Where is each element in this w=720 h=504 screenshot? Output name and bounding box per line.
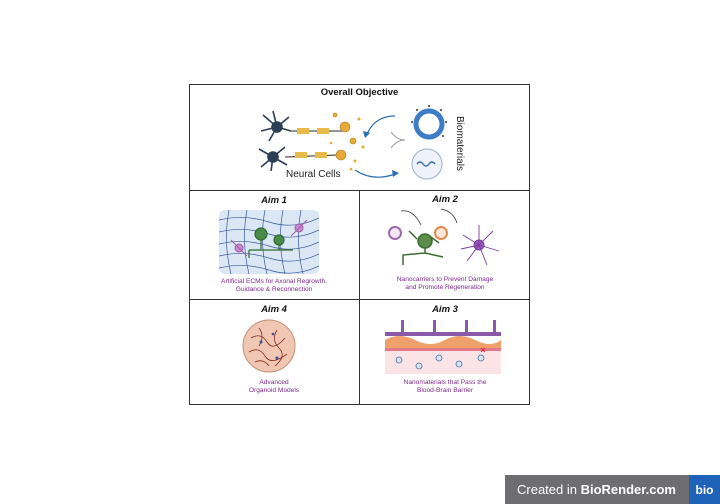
nanoparticle-icon [413, 108, 445, 140]
overall-objective-title: Overall Objective [320, 87, 399, 98]
organoid-illustration [242, 319, 296, 373]
neuron-icon [332, 112, 357, 161]
biomaterials-illustration [354, 105, 447, 180]
nanoparticle-dots-icon [411, 105, 447, 137]
aim1-caption-line2: Guidance & Reconnection [235, 286, 313, 293]
arrow-to-neural-icon [366, 115, 396, 135]
polymer-sphere-icon [411, 148, 443, 180]
divider-vertical [359, 190, 360, 405]
myelin-segment-4 [315, 152, 327, 158]
polymer-chain-icon [416, 161, 436, 167]
myelin-segment-1 [297, 128, 309, 134]
nanocarrier-icon [388, 226, 402, 240]
neural-cells-illustration [258, 110, 369, 172]
aim1-title: Aim 1 [261, 195, 287, 206]
arrow-to-biomaterials-icon [354, 169, 396, 178]
ecm-scaffold-illustration [219, 210, 319, 274]
aim2-caption-line1: Nanocarriers to Prevent Damage [396, 276, 494, 283]
blood-brain-barrier-illustration [385, 320, 501, 374]
aim3-title: Aim 3 [432, 304, 458, 315]
microglia-icon [460, 225, 500, 266]
myelin-segment-2 [317, 128, 329, 134]
aim4-title: Aim 4 [261, 304, 287, 315]
aim1-caption-line1: Artificial ECMs for Axonal Regrowth, [221, 278, 327, 285]
biorender-logo-icon: bio [689, 475, 720, 504]
aim3-caption-line2: Blood-Brain Barrier [416, 387, 474, 394]
biomaterials-label: Biomaterials [454, 116, 465, 172]
bracket-icon [390, 131, 406, 149]
astrocyte-icon [258, 110, 292, 172]
arrow-icon [400, 210, 422, 226]
neural-cells-label: Neural Cells [286, 169, 341, 180]
nanocarrier-icon [434, 226, 448, 240]
aim4-caption-line2: Organoid Models [248, 387, 300, 394]
glial-cell-icon [230, 219, 308, 257]
nanocarrier-illustration [388, 208, 500, 266]
neuron-icon [248, 227, 293, 258]
aim4-caption-line1: Advanced [259, 379, 289, 386]
badge-text: Created in BioRender.com [517, 482, 676, 497]
axon-icon [284, 130, 343, 158]
myelin-segment-3 [295, 152, 307, 158]
blood-vessel-icon [385, 351, 501, 374]
endothelial-layer-icon [385, 336, 501, 348]
nanoparticle-icon [395, 354, 485, 370]
basement-membrane-icon [385, 348, 501, 351]
arrow-icon [440, 208, 458, 224]
aim2-caption-line2: and Promote Regeneration [405, 284, 485, 291]
aim3-caption-line1: Nanomaterials that Pass the [403, 379, 487, 386]
biorender-badge[interactable]: Created in BioRender.com bio [505, 475, 720, 504]
aim2-title: Aim 2 [432, 194, 458, 205]
neuron-icon [402, 230, 444, 265]
astrocyte-endfoot-icon [385, 320, 501, 336]
